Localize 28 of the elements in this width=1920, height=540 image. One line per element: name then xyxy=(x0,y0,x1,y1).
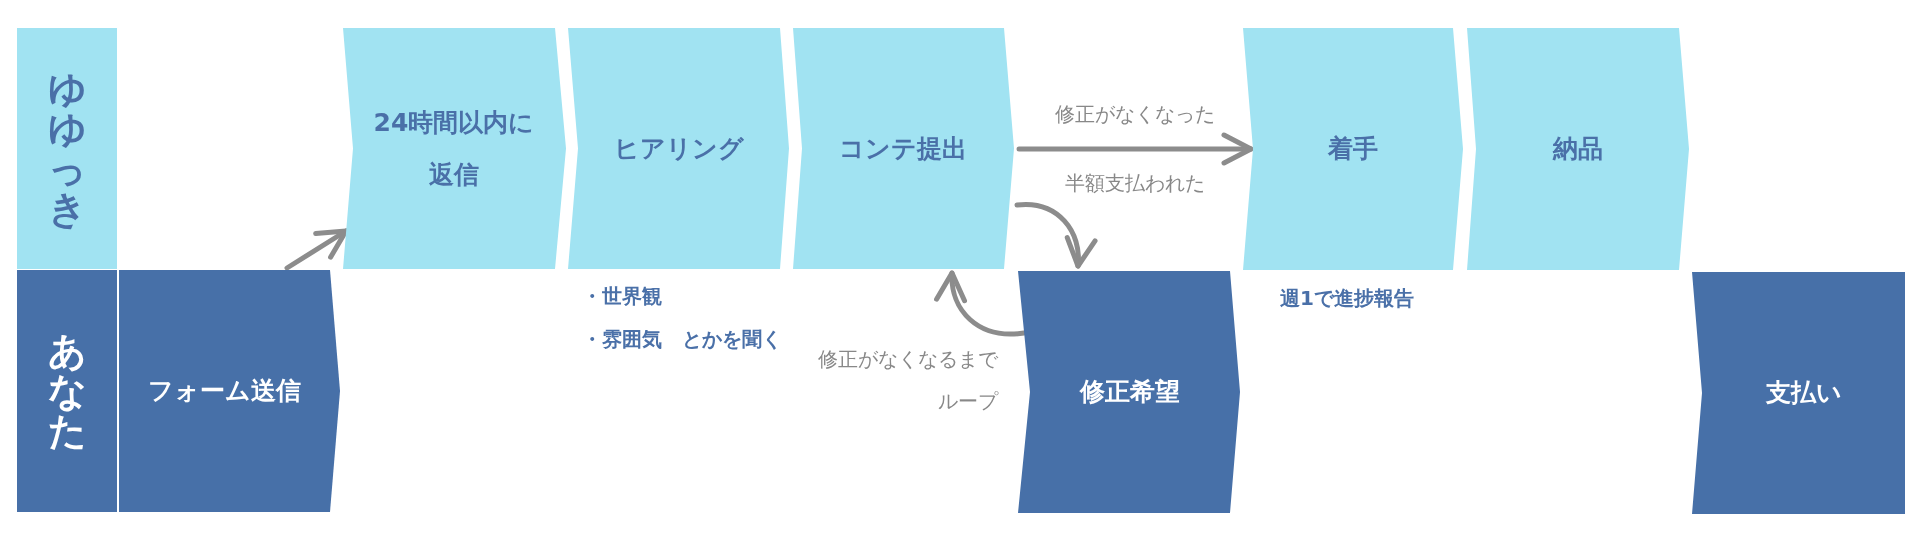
curved-arrow xyxy=(1014,202,1096,269)
step-label: 24時間以内に返信 xyxy=(372,107,536,191)
arrow xyxy=(1016,132,1254,166)
lane-label: あなた xyxy=(48,331,86,451)
step-label: 修正希望 xyxy=(1080,376,1180,409)
step-label: ヒアリング xyxy=(614,132,744,165)
lane-label: ゆゆっき xyxy=(48,68,86,229)
note-text: ・雰囲気 とかを聞く xyxy=(582,325,782,353)
curved-arrow xyxy=(935,270,1027,337)
process-step xyxy=(119,270,340,512)
note-text: 週1で進捗報告 xyxy=(1280,284,1414,312)
process-step xyxy=(1692,272,1905,514)
step-label: フォーム送信 xyxy=(148,375,301,408)
note-text: 修正がなくなるまでループ xyxy=(817,346,998,415)
process-step xyxy=(1018,271,1240,513)
process-step xyxy=(793,28,1014,269)
process-step xyxy=(568,28,789,269)
process-step xyxy=(1467,28,1689,270)
note-text: ・世界観 xyxy=(582,282,662,310)
step-label: 着手 xyxy=(1328,133,1378,166)
arrow-caption: 半額支払われた xyxy=(1065,170,1205,197)
lane-header xyxy=(17,270,117,512)
step-label: 納品 xyxy=(1552,133,1603,166)
lane-header xyxy=(17,28,117,269)
step-label: コンテ提出 xyxy=(839,132,967,165)
process-step xyxy=(343,28,566,269)
step-label: 支払い xyxy=(1765,377,1842,410)
process-step xyxy=(1243,28,1463,270)
